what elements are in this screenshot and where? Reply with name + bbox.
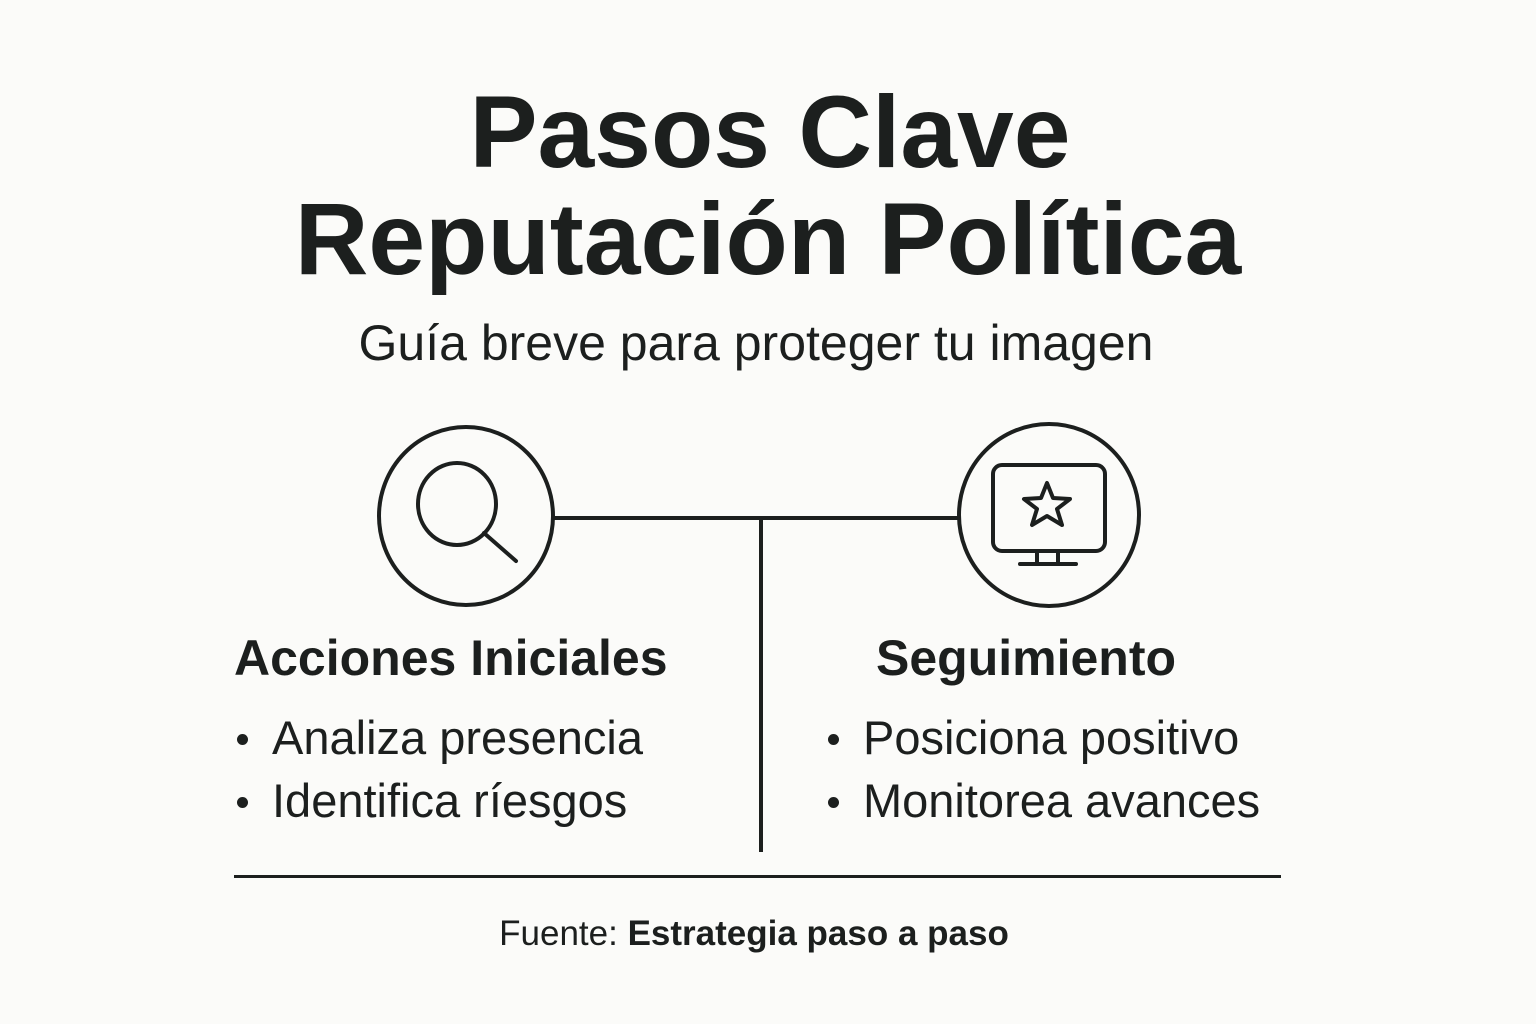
list-item: Analiza presencia: [234, 706, 643, 769]
search-icon: [377, 425, 555, 607]
bullet-list-right: Posiciona positivo Monitorea avances: [825, 706, 1260, 832]
list-item: Posiciona positivo: [825, 706, 1260, 769]
heading-acciones-iniciales: Acciones Iniciales: [234, 630, 668, 686]
bullet-list-left: Analiza presencia Identifica ríesgos: [234, 706, 643, 832]
title-line-2: Reputación Política: [294, 182, 1242, 296]
source-note: Fuente: Estrategia paso a paso: [0, 912, 1508, 956]
heading-seguimiento: Seguimiento: [876, 630, 1177, 686]
title-line-1: Pasos Clave: [469, 75, 1071, 189]
subtitle: Guía breve para proteger tu imagen: [358, 315, 1154, 371]
list-item: Identifica ríesgos: [234, 769, 643, 832]
source-value: Estrategia paso a paso: [627, 914, 1009, 953]
footer-divider: [234, 875, 1281, 878]
monitor-star-icon: [957, 422, 1141, 608]
list-item: Monitorea avances: [825, 769, 1260, 832]
source-label: Fuente:: [499, 914, 628, 953]
